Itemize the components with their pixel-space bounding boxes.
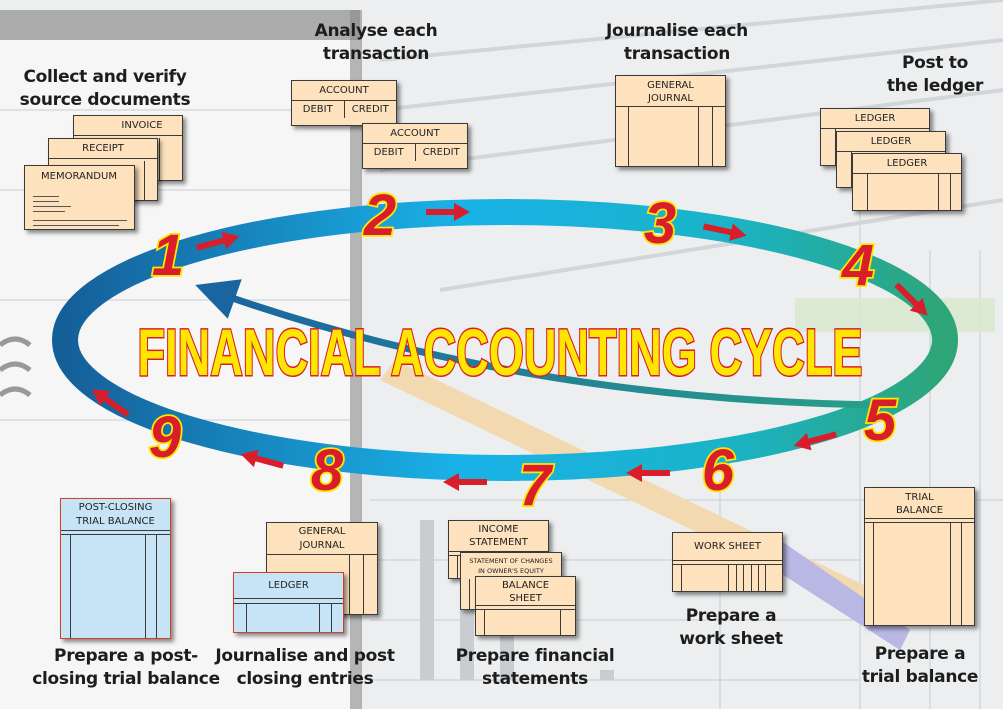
doc-title: MEMORANDUM	[41, 171, 117, 182]
step-2-caption: Analyse each transaction	[315, 20, 438, 66]
flow-arrow-icon	[426, 203, 470, 221]
step-number-4: 4	[841, 233, 874, 298]
flow-arrow-icon	[91, 389, 130, 418]
debit-label: DEBIT	[373, 147, 404, 158]
caption-line: Prepare a post-	[54, 646, 198, 666]
flow-arrow-icon	[626, 464, 670, 482]
flow-arrow-icon	[894, 282, 928, 316]
step-6-caption: Prepare a work sheet	[679, 605, 783, 651]
doc-title: GENERAL JOURNAL	[298, 526, 346, 551]
doc-title: POST-CLOSING TRIAL BALANCE	[76, 502, 155, 527]
step-number-7: 7	[519, 453, 554, 518]
flow-arrow-icon	[793, 431, 838, 451]
caption-line: Prepare a	[874, 644, 966, 664]
doc-title: WORK SHEET	[693, 541, 762, 552]
doc-title: RECEIPT	[49, 139, 157, 159]
caption-line: Prepare financial	[455, 646, 615, 666]
step-9-caption: Prepare a post-closing trial balance	[32, 645, 220, 691]
caption-line: trial balance	[861, 667, 979, 687]
caption-line: closing trial balance	[32, 669, 220, 689]
doc-title: GENERAL JOURNAL	[647, 80, 694, 104]
step-8-caption: Journalise and post closing entries	[215, 645, 395, 691]
doc-title: STATEMENT OF CHANGES IN OWNER'S EQUITY	[469, 557, 553, 575]
step-1-caption: Collect and verify source documents	[20, 66, 191, 112]
doc-title: ACCOUNT	[292, 81, 396, 101]
step-number-5: 5	[864, 388, 897, 453]
caption-line: source documents	[19, 90, 191, 110]
flow-arrow-icon	[240, 449, 285, 469]
doc-title: LEDGER	[234, 573, 343, 599]
doc-title: LEDGER	[837, 132, 945, 152]
t-account: ACCOUNT DEBIT CREDIT	[291, 80, 397, 126]
caption-line: statements	[482, 669, 588, 689]
doc-title: LEDGER	[821, 109, 929, 129]
ledger-document: LEDGER	[852, 153, 962, 211]
caption-line: transaction	[322, 44, 430, 64]
doc-title: LEDGER	[853, 154, 961, 174]
step-number-6: 6	[702, 438, 735, 503]
flow-arrow-icon	[443, 473, 487, 491]
caption-line: Journalise each	[606, 21, 748, 41]
step-4-caption: Post to the ledger	[886, 52, 984, 98]
post-closing-trial-balance-document: POST-CLOSING TRIAL BALANCE	[60, 498, 171, 639]
step-5-caption: Prepare a trial balance	[861, 643, 979, 689]
t-account: ACCOUNT DEBIT CREDIT	[362, 123, 468, 169]
credit-label: CREDIT	[414, 144, 468, 161]
step-number-3: 3	[644, 191, 676, 256]
trial-balance-document: TRIAL BALANCE	[864, 487, 975, 626]
step-number-1: 1	[152, 223, 184, 288]
general-journal-document: GENERAL JOURNAL	[615, 75, 726, 167]
diagram-title: FINANCIAL ACCOUNTING CYCLE	[138, 315, 863, 389]
flow-arrow-icon	[702, 223, 747, 242]
work-sheet-document: WORK SHEET	[672, 532, 783, 592]
caption-line: Journalise and post	[215, 646, 395, 666]
debit-label: DEBIT	[302, 104, 333, 115]
closing-ledger-document: LEDGER	[233, 572, 344, 633]
doc-title: ACCOUNT	[363, 124, 467, 144]
credit-label: CREDIT	[343, 101, 397, 118]
caption-line: Post to	[901, 53, 969, 73]
caption-line: the ledger	[886, 76, 984, 96]
caption-line: closing entries	[236, 669, 374, 689]
caption-line: Prepare a	[685, 606, 777, 626]
doc-title: TRIAL BALANCE	[895, 492, 944, 516]
cycle-ring-band	[52, 199, 958, 481]
flow-arrow-icon	[195, 231, 240, 251]
return-arrow	[195, 279, 881, 409]
caption-line: Analyse each	[314, 21, 438, 41]
step-number-2: 2	[363, 183, 396, 248]
doc-title: INVOICE	[74, 116, 182, 136]
caption-line: Collect and verify	[23, 67, 187, 87]
doc-title: INCOME STATEMENT	[469, 524, 528, 548]
caption-line: transaction	[623, 44, 731, 64]
step-number-8: 8	[311, 438, 344, 503]
doc-title: BALANCE SHEET	[501, 580, 550, 604]
memorandum-document: MEMORANDUM	[24, 165, 135, 230]
balance-sheet-document: BALANCE SHEET	[475, 576, 576, 636]
step-number-9: 9	[149, 405, 181, 470]
step-3-caption: Journalise each transaction	[606, 20, 748, 66]
caption-line: work sheet	[679, 629, 783, 649]
step-7-caption: Prepare financial statements	[456, 645, 615, 691]
